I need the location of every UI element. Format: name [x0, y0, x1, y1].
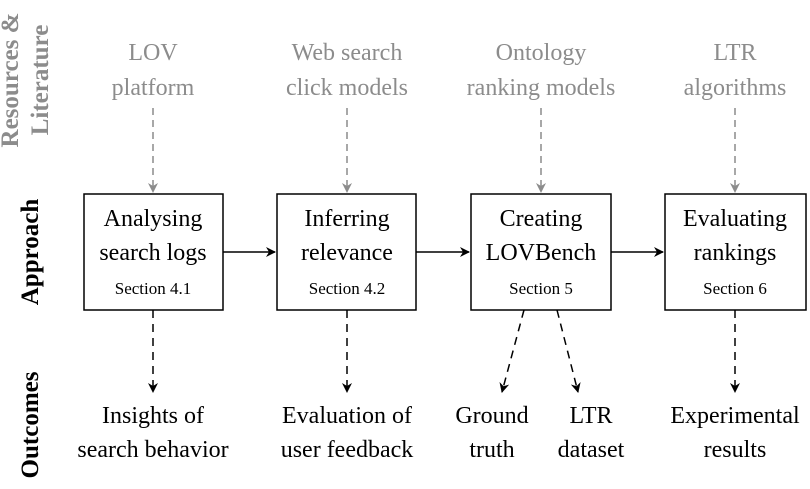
outcome-experimental-results: Experimental results: [670, 403, 800, 463]
step-title-line: rankings: [694, 240, 777, 266]
step-section-ref: Section 6: [703, 279, 767, 298]
resource-text-line: LOV: [128, 40, 178, 66]
outcome-insights-search-behavior: Insights of search behavior: [77, 403, 228, 463]
step-analysing-search-logs: Analysing search logs Section 4.1: [83, 193, 224, 311]
step-section-ref: Section 4.1: [115, 279, 192, 298]
step-title-line: LOVBench: [486, 240, 597, 266]
outcome-text-line: user feedback: [281, 437, 414, 463]
outcome-ltr-dataset: LTR dataset: [558, 403, 625, 463]
step-inferring-relevance: Inferring relevance Section 4.2: [276, 193, 417, 311]
resource-click-models: Web search click models: [286, 40, 408, 101]
resource-text-line: platform: [112, 75, 195, 101]
step-section-ref: Section 4.2: [309, 279, 386, 298]
step-evaluating-rankings: Evaluating rankings Section 6: [664, 193, 807, 311]
outcome-text-line: LTR: [569, 403, 612, 429]
outcome-text-line: Ground: [455, 403, 528, 429]
outcome-text-line: Experimental: [670, 403, 800, 429]
outcome-arrow: [556, 309, 581, 393]
resource-ontology-ranking-models: Ontology ranking models: [467, 40, 616, 101]
resource-ltr-algorithms: LTR algorithms: [684, 40, 787, 101]
outcome-evaluation-user-feedback: Evaluation of user feedback: [281, 403, 414, 463]
resource-text-line: Ontology: [496, 40, 587, 66]
resource-text-line: ranking models: [467, 75, 616, 101]
resource-text-line: algorithms: [684, 75, 787, 101]
resource-lov-platform: LOV platform: [112, 40, 195, 101]
step-box: [664, 193, 807, 311]
resource-text-line: click models: [286, 75, 408, 101]
row-label-resources-line-2: Literature: [27, 25, 54, 136]
step-title-line: search logs: [99, 240, 206, 266]
step-box: [470, 193, 612, 311]
row-label-outcomes: Outcomes: [17, 371, 44, 478]
outcome-text-line: dataset: [558, 437, 625, 463]
step-title-line: Inferring: [304, 206, 389, 232]
resource-text-line: Web search: [292, 40, 403, 66]
step-title-line: Evaluating: [683, 206, 787, 232]
row-label-resources-line-1: Resources &: [0, 13, 24, 148]
step-section-ref: Section 5: [509, 279, 573, 298]
step-creating-lovbench: Creating LOVBench Section 5: [470, 193, 612, 311]
outcome-text-line: Insights of: [102, 403, 204, 429]
outcome-text-line: results: [704, 437, 767, 463]
step-box: [83, 193, 224, 311]
step-title-line: Analysing: [104, 206, 203, 232]
outcome-text-line: search behavior: [77, 437, 228, 463]
row-label-approach: Approach: [17, 199, 44, 306]
outcome-ground-truth: Ground truth: [455, 403, 528, 463]
resource-text-line: LTR: [713, 40, 756, 66]
row-label-resources: Resources & Literature: [0, 13, 54, 148]
outcome-arrow: [499, 309, 525, 393]
step-title-line: Creating: [500, 206, 583, 232]
step-title-line: relevance: [301, 240, 393, 266]
outcome-text-line: truth: [469, 437, 514, 463]
outcome-text-line: Evaluation of: [282, 403, 412, 429]
